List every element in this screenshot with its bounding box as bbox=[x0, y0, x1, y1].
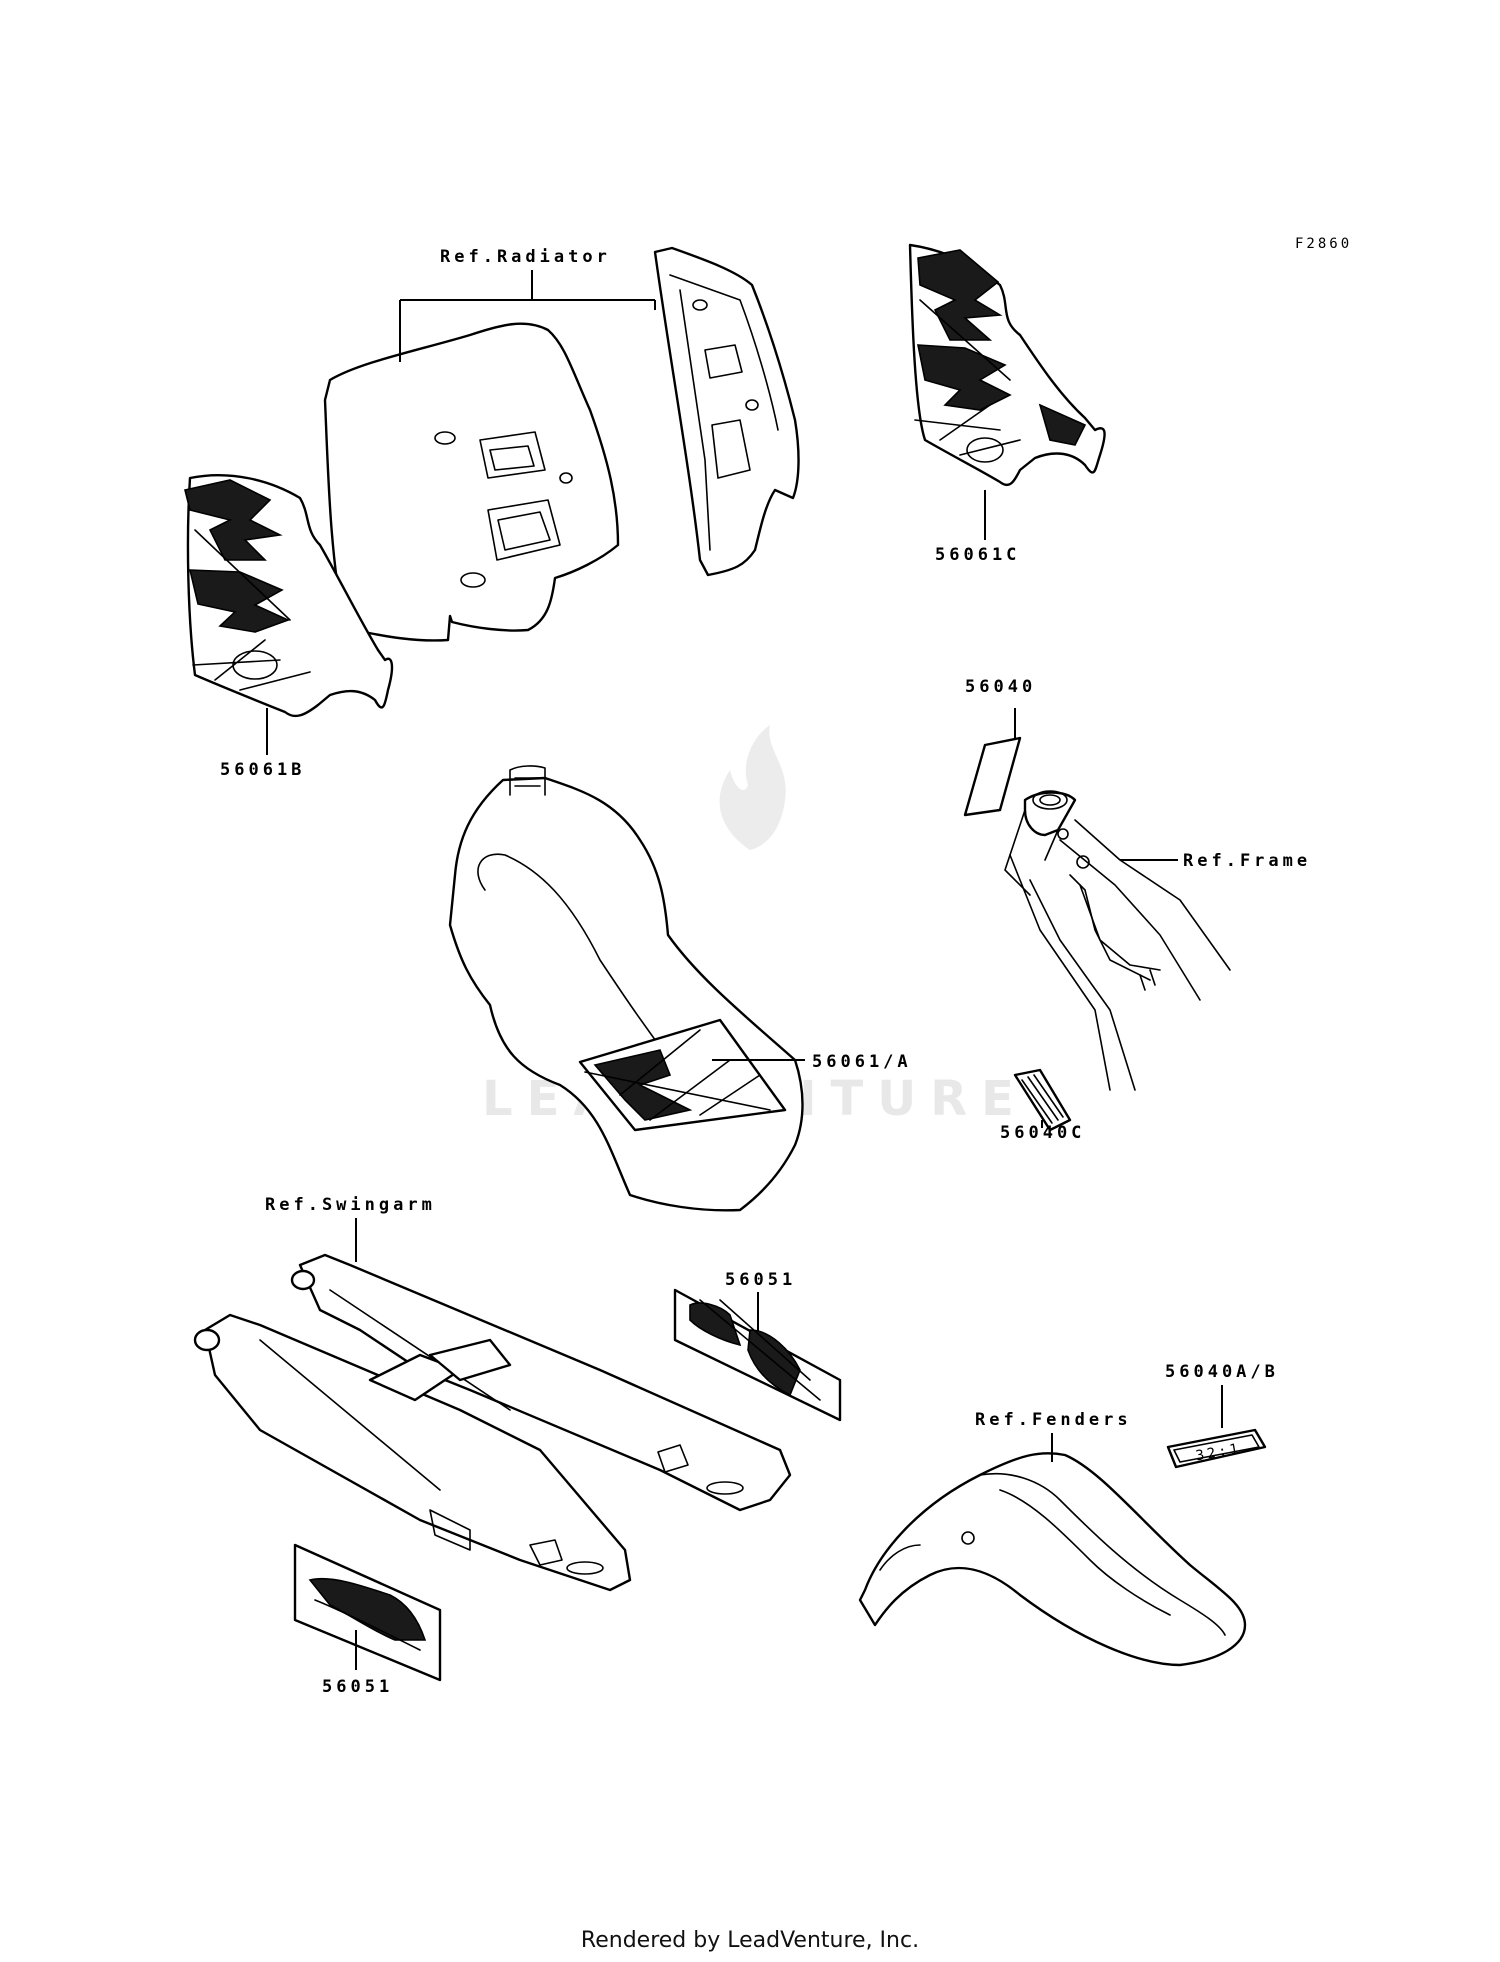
decal-56051-top bbox=[673, 1288, 842, 1422]
decal-56051-bottom bbox=[293, 1543, 442, 1682]
label-ref-radiator: Ref.Radiator bbox=[440, 247, 611, 267]
label-56040AB: 56040A/B bbox=[1165, 1362, 1279, 1382]
decal-ratio-text: 32:1 bbox=[1195, 1441, 1243, 1465]
watermark-flame-icon bbox=[719, 725, 786, 850]
decal-56040 bbox=[963, 736, 1022, 817]
label-56061A: 56061/A bbox=[812, 1052, 912, 1072]
label-56061B: 56061B bbox=[220, 760, 305, 780]
label-ref-swingarm: Ref.Swingarm bbox=[265, 1195, 436, 1215]
frame-headstock bbox=[1004, 790, 1231, 1091]
label-ref-frame: Ref.Frame bbox=[1183, 851, 1311, 871]
label-56040C: 56040C bbox=[1000, 1123, 1085, 1143]
radiator-shroud-left bbox=[323, 322, 620, 642]
radiator-shroud-right bbox=[653, 246, 800, 577]
swingarm bbox=[193, 1253, 792, 1592]
fender bbox=[858, 1452, 1247, 1667]
fuel-tank bbox=[448, 765, 804, 1212]
decal-56061B bbox=[184, 474, 394, 718]
label-56051-bottom: 56051 bbox=[322, 1677, 393, 1697]
footer-credit: Rendered by LeadVenture, Inc. bbox=[580, 1928, 920, 1953]
figure-id: F2860 bbox=[1295, 236, 1352, 252]
decal-56040C bbox=[1013, 1068, 1072, 1132]
decal-56061C bbox=[908, 243, 1106, 487]
label-56040: 56040 bbox=[965, 677, 1036, 697]
decal-56040AB: 32:1 bbox=[1166, 1428, 1267, 1469]
label-56061C: 56061C bbox=[935, 545, 1020, 565]
label-56051-top: 56051 bbox=[725, 1270, 796, 1290]
leader-ref-radiator bbox=[399, 270, 656, 362]
label-ref-fenders: Ref.Fenders bbox=[975, 1410, 1132, 1430]
